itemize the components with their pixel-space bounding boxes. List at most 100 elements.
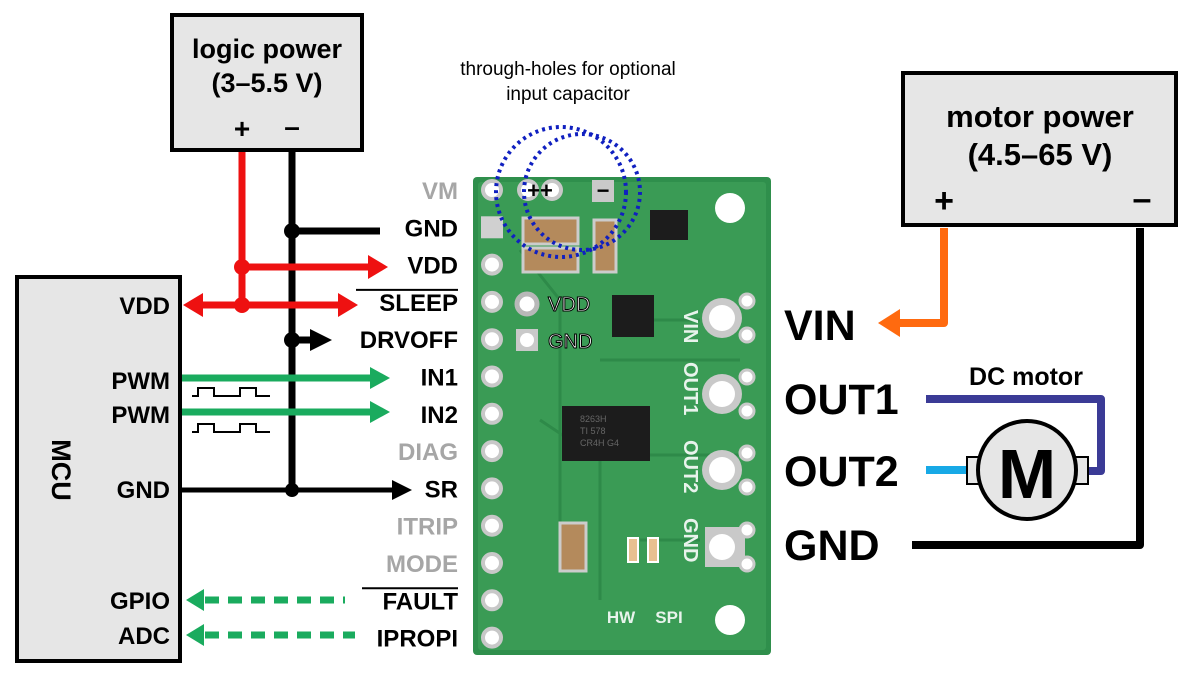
board-pin-labels: VMGNDVDDSLEEPDRVOFFIN1IN2DIAGSRITRIPMODE… <box>356 178 458 653</box>
terminal-pad <box>709 305 735 331</box>
chip-marking: CR4H G4 <box>580 438 619 448</box>
motor-power-title: motor power <box>946 99 1134 134</box>
motor-plus-terminal: + <box>934 182 954 220</box>
mounting-hole <box>715 193 745 223</box>
capacitor-highlight-circle <box>522 132 642 252</box>
logic-plus-terminal: + <box>234 113 250 144</box>
motor-power-box <box>901 71 1178 227</box>
small-ic <box>650 210 688 240</box>
motor-wiring: M DC motor <box>878 228 1144 549</box>
pin-label-gnd: GND <box>405 215 458 242</box>
pin-label-vdd: VDD <box>407 253 458 280</box>
smd-capacitor <box>521 216 580 246</box>
logic-wiring <box>182 152 412 500</box>
motor-minus-terminal: – <box>1133 180 1152 218</box>
arrow-icon <box>392 480 412 500</box>
gnd-motor-wire <box>912 228 1144 549</box>
capacitor-note-line1: through-holes for optional <box>460 59 675 80</box>
silk-gnd: GND <box>548 331 592 353</box>
pin-hole <box>481 514 503 537</box>
logic-power-title: logic power <box>192 34 343 64</box>
cap-plus-pad <box>517 179 539 201</box>
pin-hole <box>481 216 503 239</box>
terminal-out1: OUT1 <box>784 376 899 424</box>
cap-plus-pad <box>541 179 563 201</box>
arrow-icon <box>338 293 358 317</box>
arrow-icon <box>370 367 390 389</box>
pin-header-holes <box>481 179 503 649</box>
junction-dot <box>285 483 299 497</box>
pin-hole <box>481 365 503 388</box>
smd-capacitor <box>558 521 588 573</box>
pin-hole <box>481 589 503 612</box>
arrow-icon <box>183 293 203 317</box>
mcu-pin-vdd: VDD <box>119 293 170 320</box>
mcu-pin-adc: ADC <box>118 623 170 650</box>
silk-spi: SPI <box>655 608 682 627</box>
logic-power-box <box>170 13 364 152</box>
pin-hole <box>481 328 503 351</box>
terminal-pad <box>738 368 756 386</box>
led <box>627 537 639 563</box>
mcu-pin-pwm2: PWM <box>111 402 170 429</box>
cap-plus-label: ++ <box>527 178 553 203</box>
output-terminal-holes <box>702 292 756 573</box>
motor-power-range: (4.5–65 V) <box>968 137 1113 172</box>
screw-terminal-hole <box>702 368 756 420</box>
mosfet-ic <box>612 295 654 337</box>
mcu-box <box>15 275 182 663</box>
pin-label-mode: MODE <box>386 551 458 578</box>
silk-out2: OUT2 <box>679 440 701 493</box>
chip-marking: TI 578 <box>580 426 606 436</box>
terminal-pad <box>738 402 756 420</box>
pwm-waveform-icon <box>192 423 270 433</box>
logic-power-supply: logic power (3–5.5 V) + – <box>170 13 364 152</box>
screw-terminal-hole <box>702 444 756 496</box>
arrow-icon <box>370 401 390 423</box>
junction-dot <box>234 297 250 313</box>
pin-hole <box>481 290 503 313</box>
smd-capacitor <box>521 246 580 274</box>
pin-label-diag: DIAG <box>398 439 458 466</box>
vdd-pad <box>514 291 540 317</box>
screw-terminal-hole <box>705 521 756 573</box>
pin-label-ipropi: IPROPI <box>377 626 458 653</box>
pin-hole <box>481 477 503 500</box>
capacitor-note-line2: input capacitor <box>506 84 630 105</box>
terminal-pad <box>738 521 756 539</box>
pin-label-in2: IN2 <box>421 402 458 429</box>
terminal-pad <box>738 444 756 462</box>
silk-out1: OUT1 <box>679 362 701 415</box>
junction-dot <box>284 223 300 239</box>
driver-ic <box>562 406 650 461</box>
motor-driver-board: VDD GND ++ − 8263H TI 578 CR4H G4 VIN OU… <box>473 177 771 655</box>
mcu-label: MCU <box>46 439 76 501</box>
pin-label-fault: FAULT <box>382 588 458 615</box>
arrow-icon <box>878 309 900 337</box>
output-terminal-labels: VIN OUT1 OUT2 GND <box>784 302 899 570</box>
out1-wire <box>926 395 1105 475</box>
terminal-pad <box>709 534 735 560</box>
pin-label-vm: VM <box>422 178 458 205</box>
logic-minus-terminal: – <box>284 111 300 142</box>
arrow-icon <box>186 589 204 611</box>
terminal-pad <box>709 381 735 407</box>
logic-power-range: (3–5.5 V) <box>211 68 322 98</box>
silk-vdd: VDD <box>548 294 590 316</box>
signal-wiring <box>182 367 390 646</box>
dc-motor-icon <box>976 419 1078 521</box>
arrow-icon <box>310 329 332 351</box>
silk-gnd-right: GND <box>679 518 701 562</box>
gnd-pad-hole <box>520 333 534 347</box>
terminal-pad <box>738 292 756 310</box>
motor-power-supply: motor power (4.5–65 V) + – <box>901 71 1178 227</box>
screw-terminal-hole <box>702 292 756 344</box>
pin-hole <box>481 253 503 276</box>
cap-minus-pad <box>592 180 614 202</box>
terminal-vin: VIN <box>784 302 856 350</box>
cap-minus-label: − <box>597 178 610 203</box>
capacitor-highlight-circle <box>494 125 628 259</box>
pin-label-sr: SR <box>425 476 458 503</box>
pin-label-itrip: ITRIP <box>397 514 458 541</box>
mcu: MCU VDD PWM PWM GND GPIO ADC <box>15 275 182 663</box>
